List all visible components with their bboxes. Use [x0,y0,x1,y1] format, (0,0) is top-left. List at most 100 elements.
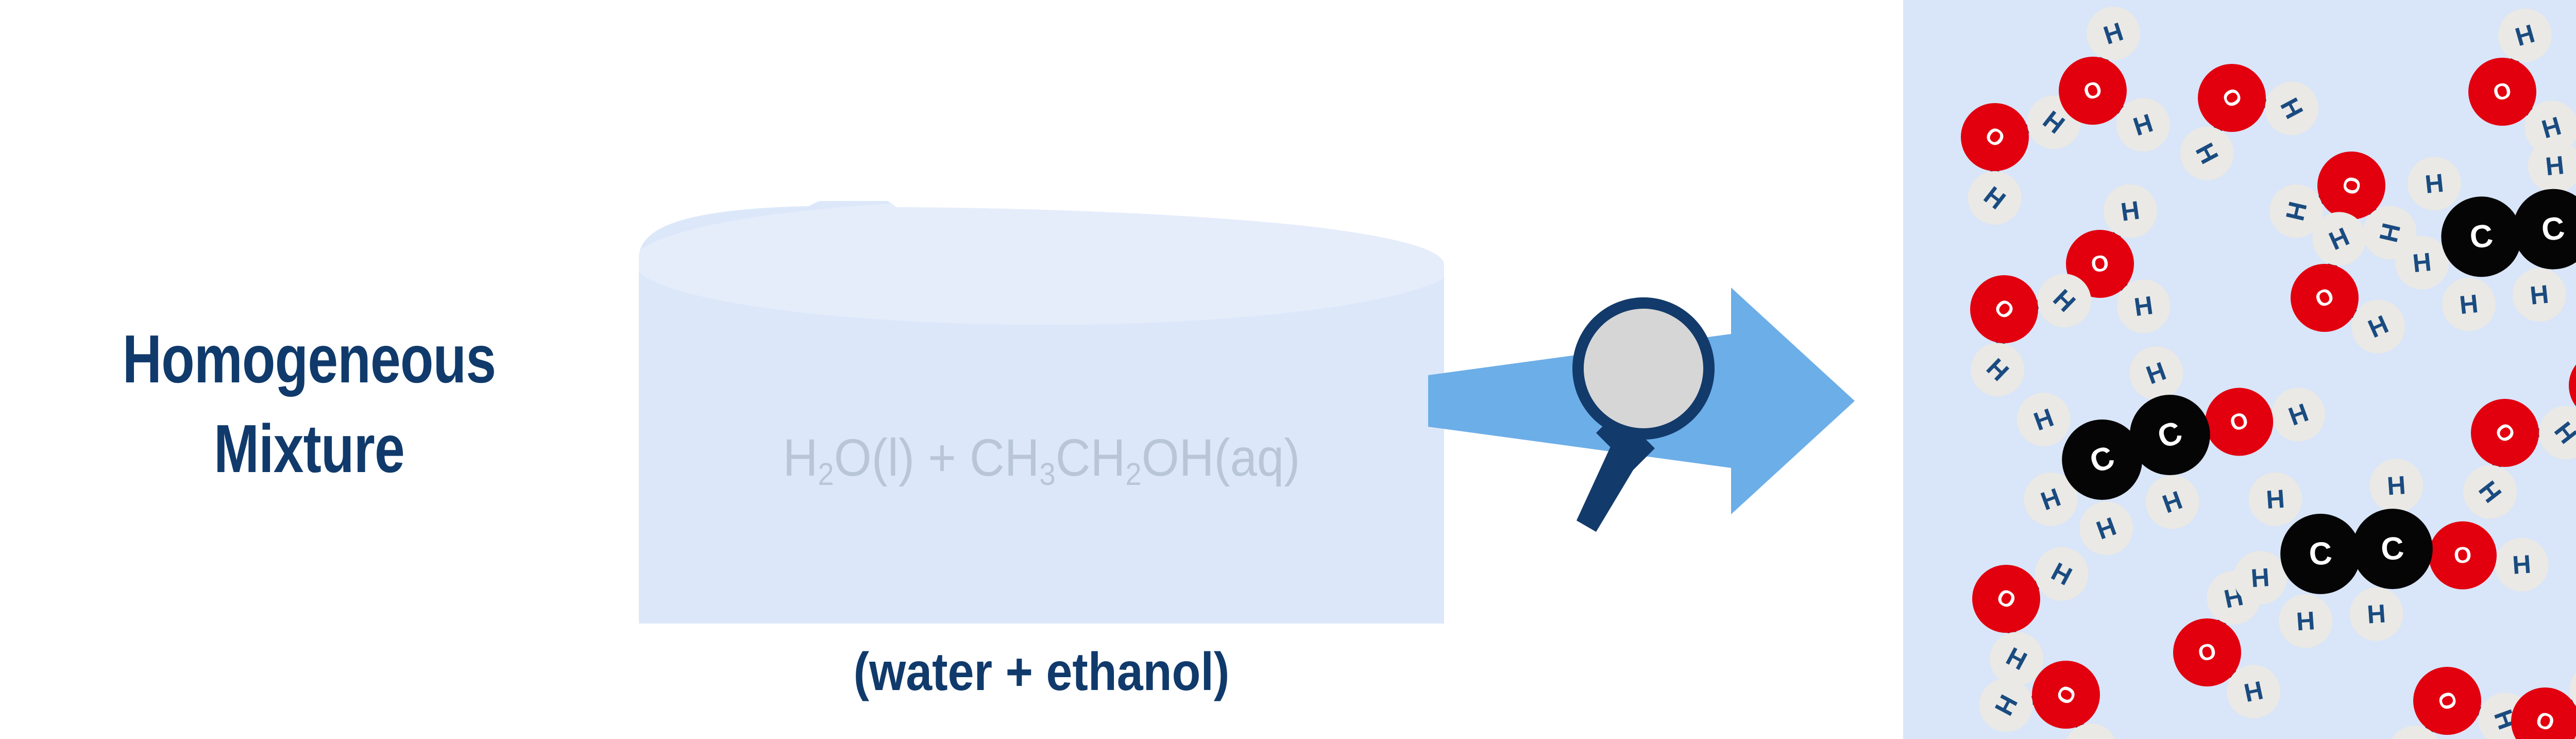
atom-sphere [2351,299,2405,354]
atom-sphere [1979,678,2033,732]
atom-sphere [2272,388,2326,442]
atom-sphere [2569,671,2576,707]
atom-sphere [2392,725,2438,739]
water-molecule: HHO [2291,212,2405,354]
atom-sphere [2066,723,2115,739]
atom-sphere [2198,64,2266,132]
water-molecule: HHO [2269,152,2417,260]
chemical-formula: H2O(l) + CH3CH2OH(aq) [671,428,1412,492]
water-molecule: HHO [2392,667,2532,739]
molecular-view-panel: HHOHHOHHOHHOHHOHHOHHOHHOHHOHHOHHOHHOHHOH… [1903,0,2576,739]
magnifier-handle [1577,442,1636,532]
atom-label: O [2453,542,2472,568]
water-molecule: HHO [2059,7,2170,152]
water-molecule: HHO [2463,399,2576,519]
atom-sphere [2173,618,2241,686]
title-line-2: Mixture [214,411,405,487]
atom-sphere [2129,395,2210,476]
atom-label: H [2366,599,2387,629]
atom-sphere [2062,419,2143,500]
water-molecule: HHO [2066,184,2171,333]
atom-sphere [2317,152,2385,220]
water-molecule: HHO [1970,274,2091,397]
atom-label: H [2458,289,2480,320]
atom-sphere [2035,547,2089,601]
atom-label: C [2540,210,2567,248]
atom-sphere [2116,279,2171,333]
atom-sphere [2280,513,2361,594]
atom-sphere [2429,521,2497,590]
atom-sphere [2180,126,2234,180]
atom-sphere [2279,594,2333,648]
atom-label: C [2380,530,2405,567]
beaker-illustration [639,201,1444,625]
atom-sphere [2227,665,2281,719]
atom-sphere [2103,184,2157,238]
atom-sphere [2248,472,2302,526]
atom-sphere [2312,212,2366,266]
page-title: Homogeneous Mixture [62,314,556,494]
water-molecule: HHO [1979,661,2115,739]
atom-sphere [2291,264,2359,332]
title-line-1: Homogeneous [122,321,496,397]
formula-part-2: O(l) + CH [834,428,1040,487]
water-molecule: HHO [1972,547,2089,686]
atom-sphere [2408,157,2462,211]
atom-sphere [2495,538,2549,592]
atom-sphere [1990,632,2044,686]
atom-sphere [2265,81,2319,136]
formula-part-4: OH(aq) [1141,428,1300,487]
atom-sphere [2395,236,2449,290]
atom-label: H [2132,291,2155,322]
atom-sphere [2413,667,2481,735]
atom-sphere [2528,139,2576,193]
atom-sphere [2471,399,2539,467]
formula-sub-2: 3 [1039,457,1056,492]
atom-label: C [2468,218,2495,256]
atom-label: H [2544,150,2566,181]
atom-sphere [2349,587,2403,641]
atom-sphere [1971,343,2025,397]
atom-label: H [2250,563,2270,593]
atom-sphere [2129,346,2183,400]
atom-sphere [2441,196,2522,277]
beaker-caption: (water + ethanol) [853,642,1230,702]
atom-sphere [2079,501,2133,556]
atom-sphere [2037,274,2091,328]
atom-sphere [2016,393,2071,447]
atom-sphere [2087,7,2141,61]
atom-sphere [1972,565,2040,633]
atom-sphere [1968,171,2022,225]
atom-sphere [2468,58,2536,126]
atom-sphere [2233,551,2287,605]
water-molecule: HHO [2180,64,2319,180]
atom-sphere [2352,509,2433,590]
atom-label: H [2512,550,2532,580]
atom-sphere [2569,364,2576,407]
atom-label: H [2295,606,2316,636]
atom-sphere [2513,189,2576,270]
atom-sphere [1970,275,2038,343]
atom-sphere [2463,465,2517,519]
atom-sphere [2066,230,2134,298]
atom-label: H [2411,247,2433,278]
atom-sphere [2024,472,2078,526]
atom-sphere [1961,103,2029,171]
atom-label: C [2308,535,2333,573]
atom-sphere [2059,57,2127,125]
magnifying-glass-icon [1535,278,1752,536]
atom-label: H [2265,484,2286,514]
atom-sphere [2498,8,2552,62]
beaker-liquid-surface [639,201,1444,325]
atom-label: O [2090,250,2111,277]
formula-sub-3: 2 [1125,457,1142,492]
atom-sphere [2116,98,2170,152]
water-molecule: HHO [2569,364,2576,407]
magnifier-lens [1584,309,1703,428]
atom-sphere [2369,459,2424,513]
atom-sphere [2145,475,2199,529]
atom-label: H [2386,471,2406,500]
